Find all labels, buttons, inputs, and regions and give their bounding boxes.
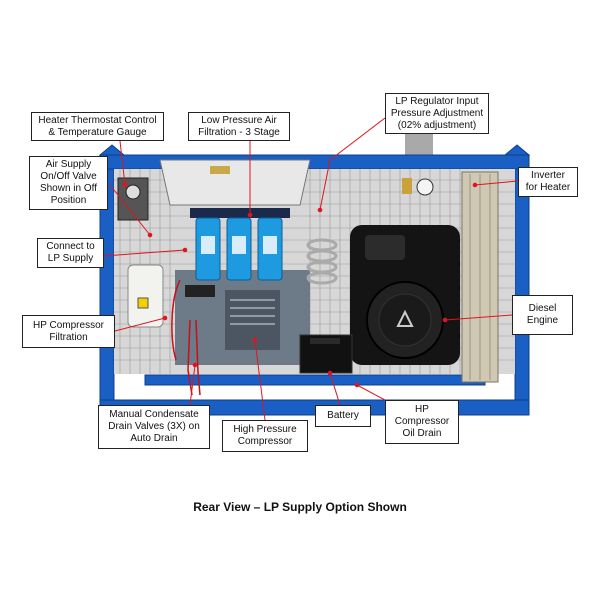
label-air-supply-valve: Air Supply On/Off Valve Shown in Off Pos… xyxy=(29,156,108,210)
label-hp-filtration: HP Compressor Filtration xyxy=(22,315,115,348)
temperature-gauge xyxy=(125,184,141,200)
regulator-gauge xyxy=(416,178,434,196)
label-condensate-valves: Manual Condensate Drain Valves (3X) on A… xyxy=(98,405,210,449)
label-hp-oil-drain: HP Compressor Oil Drain xyxy=(385,400,459,444)
battery-cap xyxy=(310,338,340,344)
label-lp-regulator: LP Regulator Input Pressure Adjustment (… xyxy=(385,93,489,134)
diagram-caption: Rear View – LP Supply Option Shown xyxy=(193,500,407,514)
label-inverter: Inverter for Heater xyxy=(518,167,578,197)
radiator xyxy=(461,171,499,383)
label-low-pressure-filtration: Low Pressure Air Filtration - 3 Stage xyxy=(188,112,290,141)
label-hp-compressor: High Pressure Compressor xyxy=(222,420,308,452)
plate-sticker xyxy=(210,166,230,174)
reservoir-tank xyxy=(127,264,164,328)
regulator-valve xyxy=(402,178,412,194)
red-wiring xyxy=(171,279,201,396)
leader-lines xyxy=(103,117,519,421)
label-diesel-engine: Diesel Engine xyxy=(512,295,573,335)
label-connect-lp: Connect to LP Supply xyxy=(37,238,104,268)
label-heater-thermostat: Heater Thermostat Control & Temperature … xyxy=(31,112,164,141)
lp-filters xyxy=(190,208,290,281)
label-battery: Battery xyxy=(315,405,371,427)
tank-warning-label xyxy=(137,297,149,309)
cooling-coil xyxy=(306,238,338,285)
top-plate xyxy=(159,159,311,206)
diesel-engine-body xyxy=(350,225,460,365)
hp-compressor-block xyxy=(175,270,310,365)
